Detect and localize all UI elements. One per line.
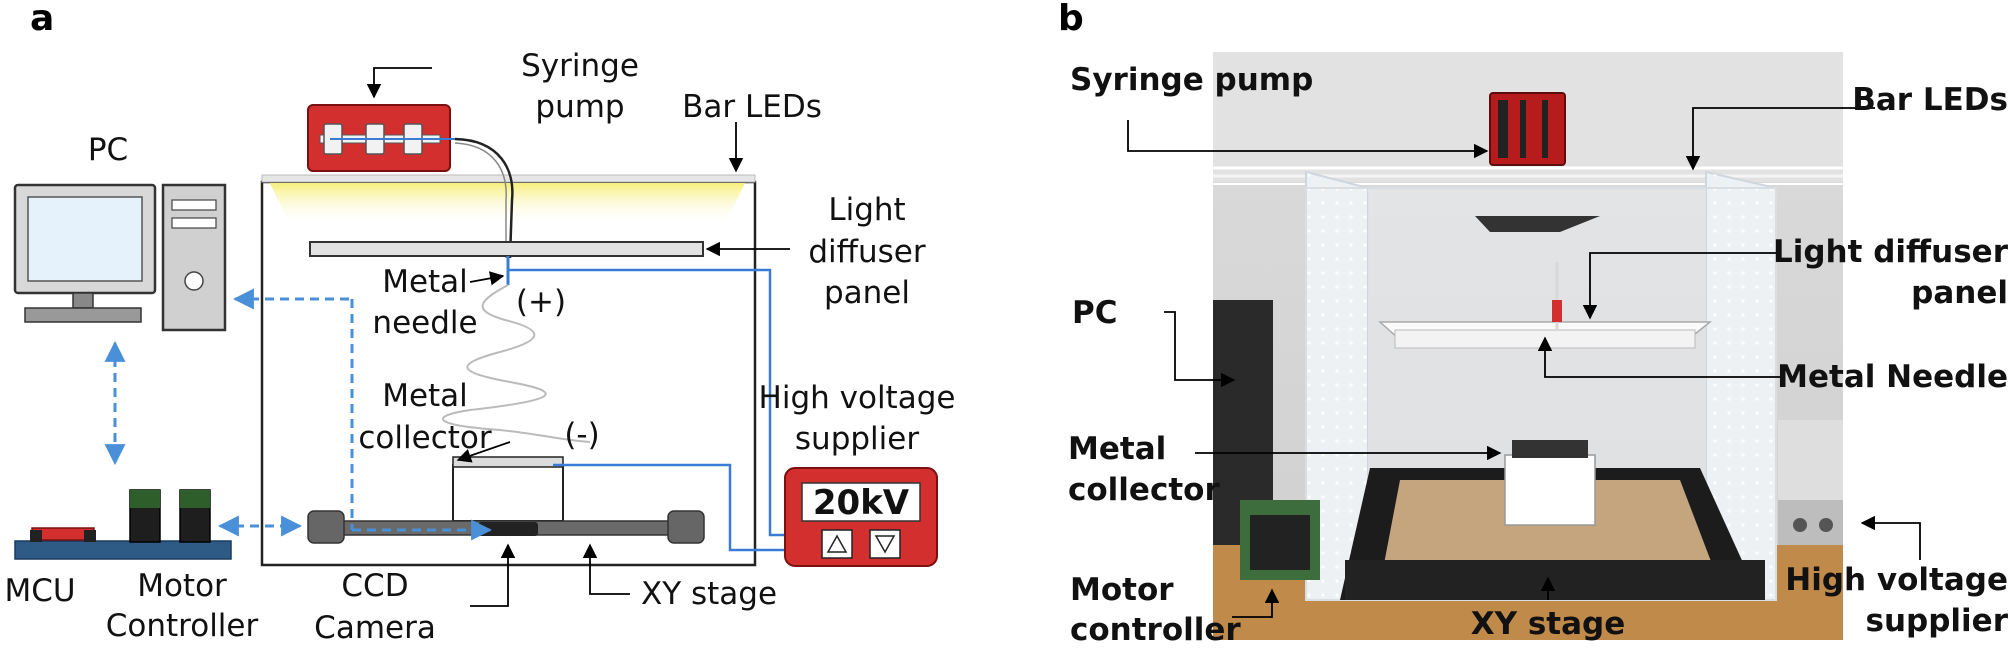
wire-minus	[553, 463, 790, 552]
light-diffuser-panel-a	[309, 241, 704, 257]
label-metal-collector-a-1: Metal	[382, 378, 468, 414]
label-syringe-pump-b: Syringe pump	[1070, 62, 1313, 98]
voltage-readout: 20kV	[813, 483, 910, 523]
label-ccd-camera-1: CCD	[341, 568, 408, 604]
label-ccd-camera-2: Camera	[314, 610, 436, 646]
label-metal-needle-a-1: Metal	[382, 264, 468, 300]
label-metal-collector-b-2: collector	[1068, 472, 1220, 508]
label-xy-stage-b: XY stage	[1471, 606, 1626, 642]
label-minus: (-)	[564, 417, 599, 453]
label-syringe-pump-a-1: Syringe	[521, 48, 639, 84]
label-pc-b: PC	[1072, 295, 1117, 331]
label-hv-supplier-a-2: supplier	[795, 421, 919, 457]
label-metal-needle-b: Metal Needle	[1777, 359, 2008, 395]
label-mcu: MCU	[4, 573, 75, 609]
motor-controller-a	[129, 489, 211, 543]
syringe-pump-a	[307, 104, 455, 172]
ccd-camera-a	[478, 522, 538, 536]
tubing	[454, 137, 514, 259]
panel-b-letter: b	[1058, 0, 1084, 39]
hv-supplier-a: 20kV	[784, 467, 938, 567]
setup-photo	[1213, 52, 1843, 640]
label-light-diffuser-b-2: panel	[1911, 275, 2008, 311]
mcu-a	[14, 527, 232, 560]
label-light-diffuser-b-1: Light diffuser	[1773, 234, 2009, 270]
label-light-diffuser-a-3: panel	[824, 275, 910, 311]
panel-a-letter: a	[30, 0, 54, 39]
polymer-jet	[442, 284, 591, 443]
label-light-diffuser-a-1: Light	[828, 192, 905, 228]
wire-plus	[508, 268, 790, 537]
label-motor-controller-b-2: controller	[1070, 612, 1241, 648]
label-motor-controller-b-1: Motor	[1070, 572, 1174, 608]
label-hv-supplier-a-1: High voltage	[759, 380, 956, 416]
tubing-inner	[454, 142, 507, 258]
label-hv-supplier-b-1: High voltage	[1785, 562, 2008, 598]
label-bar-leds-b: Bar LEDs	[1852, 82, 2008, 118]
label-metal-collector-b-1: Metal	[1068, 431, 1166, 467]
label-plus: (+)	[516, 284, 566, 320]
led-glow	[270, 183, 745, 225]
label-motor-controller-a-1: Motor	[137, 568, 227, 604]
label-hv-supplier-b-2: supplier	[1866, 603, 2009, 639]
panel-a: a	[4, 0, 955, 646]
metal-collector-a	[452, 464, 564, 522]
label-metal-collector-a-2: collector	[358, 420, 491, 456]
label-bar-leds-a: Bar LEDs	[682, 89, 822, 125]
label-light-diffuser-a-2: diffuser	[808, 234, 926, 270]
label-pc-a: PC	[88, 132, 128, 168]
pc-a	[13, 183, 227, 332]
label-syringe-pump-a-2: pump	[535, 89, 624, 125]
panel-b: b	[1058, 0, 2009, 648]
label-xy-stage-a: XY stage	[641, 576, 777, 612]
label-motor-controller-a-2: Controller	[106, 608, 259, 644]
bar-leds	[261, 174, 756, 183]
label-metal-needle-a-2: needle	[372, 305, 477, 341]
